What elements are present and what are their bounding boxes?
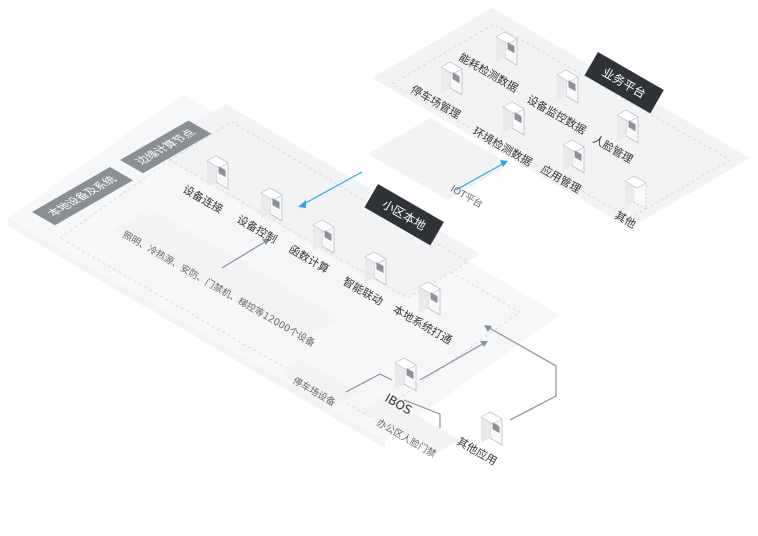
box-top [616,109,639,123]
ibos-left-line [345,373,393,393]
box-icon [430,292,438,304]
edge-to-iot-line [299,171,363,207]
app-mgmt-box [562,139,585,174]
ibos-box [394,357,417,392]
parking-plate [278,358,360,406]
ibos-to-integration-line [419,341,487,381]
box-top [260,187,283,201]
box-top [394,357,417,371]
arrow-head [500,160,508,167]
platform-plate [372,8,750,228]
box-top [562,139,585,153]
arrow-head [484,325,492,332]
box-icon [492,422,500,434]
other-app-box [480,411,503,446]
parking-mgmt-box [440,61,463,96]
box-icon [574,150,582,162]
other-box [624,175,647,210]
arrow-head [262,239,270,245]
box-icon [376,262,384,274]
ibos-down-line [403,399,441,428]
box-icon [507,42,515,54]
function-calc-box [312,219,335,254]
box-top [364,251,387,265]
box-top [624,175,647,189]
arrow-head [298,200,306,208]
box-top [440,61,463,75]
edge-plate-dashed [169,121,469,299]
face-mgmt-box [616,109,639,144]
integration-box [418,281,441,316]
device-connect-box [206,155,229,190]
monitor-data-box [556,69,579,104]
box-top [495,31,518,45]
energy-data-box [495,31,518,66]
device-control-box [260,187,283,222]
env-data-box [502,101,525,136]
box-top [502,101,525,115]
devices-note-plate [112,208,340,340]
iot-to-platform-line [455,161,507,191]
box-icon [406,368,414,380]
box-icon [218,166,226,178]
box-top [312,219,335,233]
box-top [206,155,229,169]
box-icon [324,230,332,242]
devices-to-edge-line [221,239,269,269]
box-top [480,411,503,425]
office-plate [360,396,460,454]
box-icon [628,120,636,132]
smart-linkage-box [364,251,387,286]
box-top [418,281,441,295]
platform-plate-dashed [390,23,731,219]
edge-plate [150,104,480,300]
box-icon [452,72,460,84]
box-icon [514,112,522,124]
other-to-integration-line [485,325,557,421]
local-plate-front [8,218,385,448]
local-plate [8,94,560,440]
local-plate-dashed [59,131,521,419]
box-icon [272,198,280,210]
box-icon [568,80,576,92]
arrow-head [480,341,488,347]
box-top [556,69,579,83]
